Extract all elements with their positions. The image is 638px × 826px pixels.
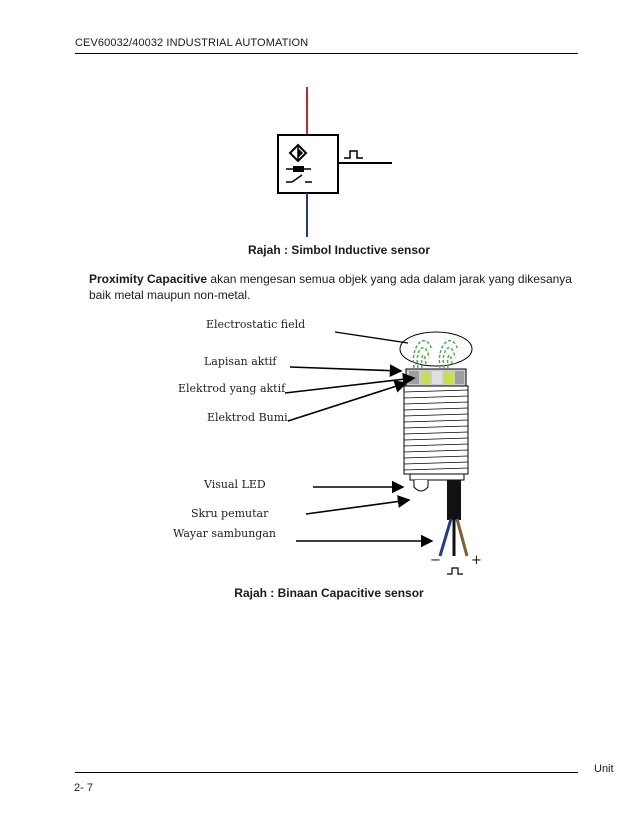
header-divider (75, 53, 578, 54)
pulse-icon (344, 150, 363, 159)
label-earth-electrode: Elektrod Bumi (207, 411, 288, 424)
inductive-sensor-symbol (277, 87, 392, 237)
sensor-box (277, 134, 339, 194)
paragraph: Proximity Capacitive akan mengesan semua… (89, 271, 579, 303)
led-icon (413, 480, 429, 492)
footer-unit: Unit (594, 763, 614, 775)
figure2-caption: Rajah : Binaan Capacitive sensor (234, 586, 424, 600)
label-screw: Skru pemutar (191, 507, 269, 520)
arrow-active-electrode (284, 372, 416, 394)
wire-blue (438, 518, 453, 557)
header-title: CEV60032/40032 INDUSTRIAL AUTOMATION (75, 37, 309, 49)
wire-brown (455, 518, 469, 557)
earth-electrode-right (455, 371, 464, 384)
thread-lines (403, 389, 469, 471)
page-number: 2- 7 (74, 782, 93, 794)
sensor-body (403, 385, 469, 475)
active-electrode-left (421, 371, 430, 384)
field-ellipse (399, 331, 473, 367)
minus-sign: − (430, 553, 441, 568)
sensor-base (409, 473, 465, 481)
cable (447, 480, 461, 520)
label-wire: Wayar sambungan (173, 527, 276, 540)
active-electrode-right (444, 371, 453, 384)
arrow-earth-electrode (287, 380, 408, 422)
label-active-electrode: Elektrod yang aktif (178, 382, 286, 395)
label-visual-led: Visual LED (204, 478, 266, 491)
footer-divider (75, 772, 578, 773)
arrow-screw (305, 495, 411, 515)
figure1-caption: Rajah : Simbol Inductive sensor (247, 243, 431, 257)
label-active-layer: Lapisan aktif (204, 355, 277, 368)
earth-electrode (409, 371, 419, 384)
active-electrode-center (432, 371, 442, 384)
label-electrostatic-field: Electrostatic field (206, 318, 306, 331)
arrow-active-layer (289, 364, 403, 377)
plus-sign: + (471, 553, 482, 568)
paragraph-bold: Proximity Capacitive (89, 272, 208, 286)
arrow-field (334, 331, 409, 344)
field-lines (412, 339, 459, 369)
pulse-icon (447, 567, 463, 575)
paragraph-text: akan mengesan semua objek yang ada dalam… (89, 272, 572, 302)
